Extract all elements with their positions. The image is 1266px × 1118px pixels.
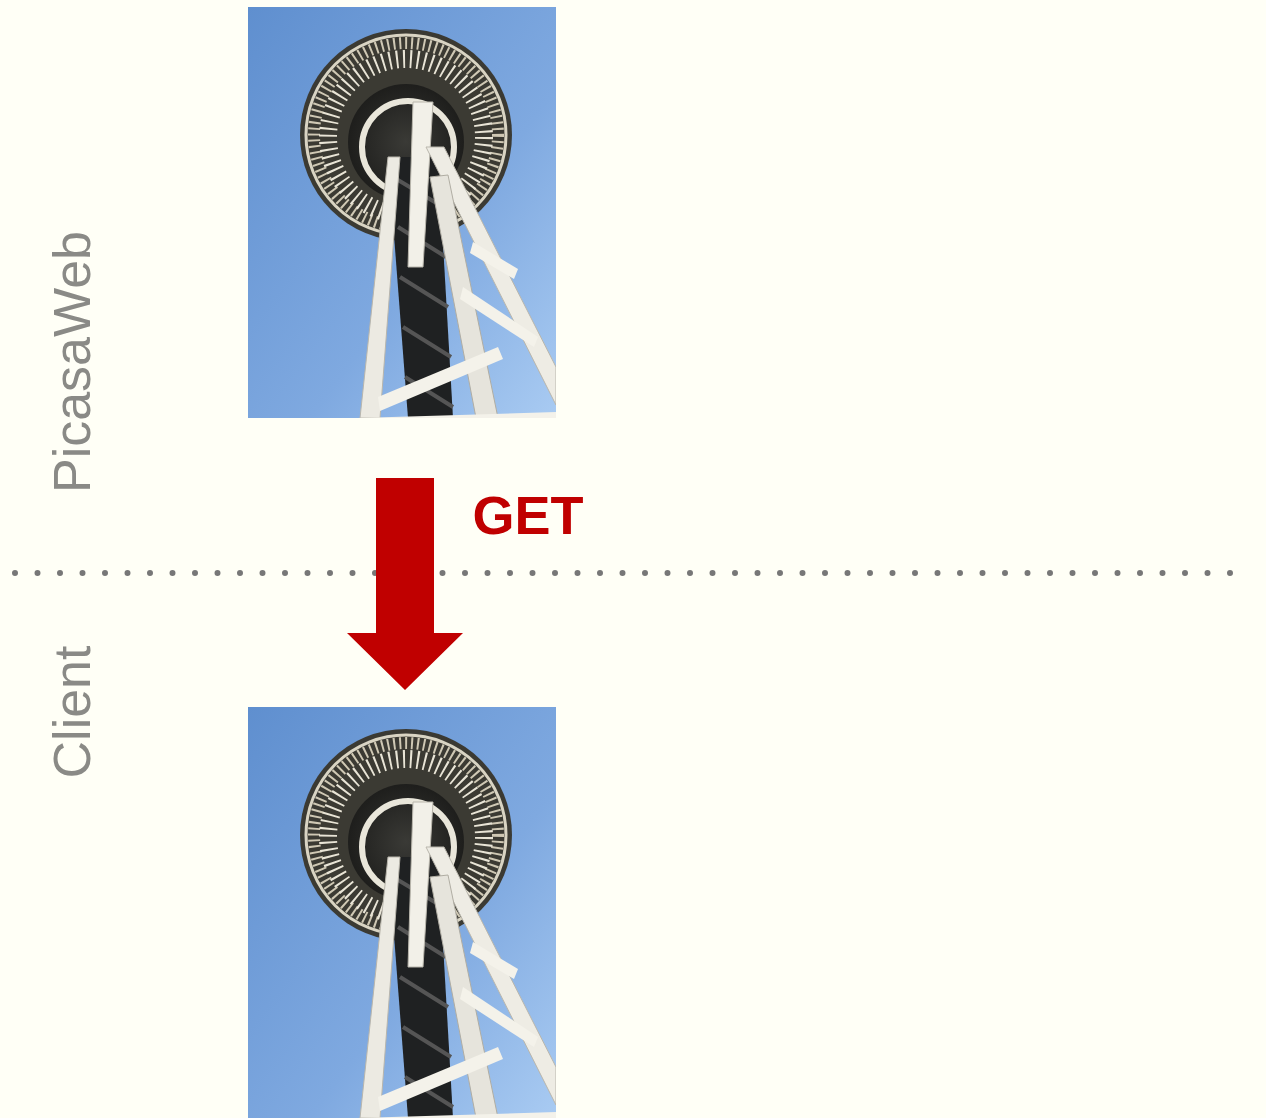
region-label: PicasaWeb bbox=[46, 231, 98, 493]
edge-label: GET bbox=[472, 488, 583, 542]
space-needle-photo bbox=[248, 707, 556, 1118]
get-arrow bbox=[347, 478, 463, 690]
region-label: Client bbox=[46, 646, 98, 779]
dotted-divider bbox=[15, 570, 1252, 576]
space-needle-photo bbox=[248, 7, 556, 418]
